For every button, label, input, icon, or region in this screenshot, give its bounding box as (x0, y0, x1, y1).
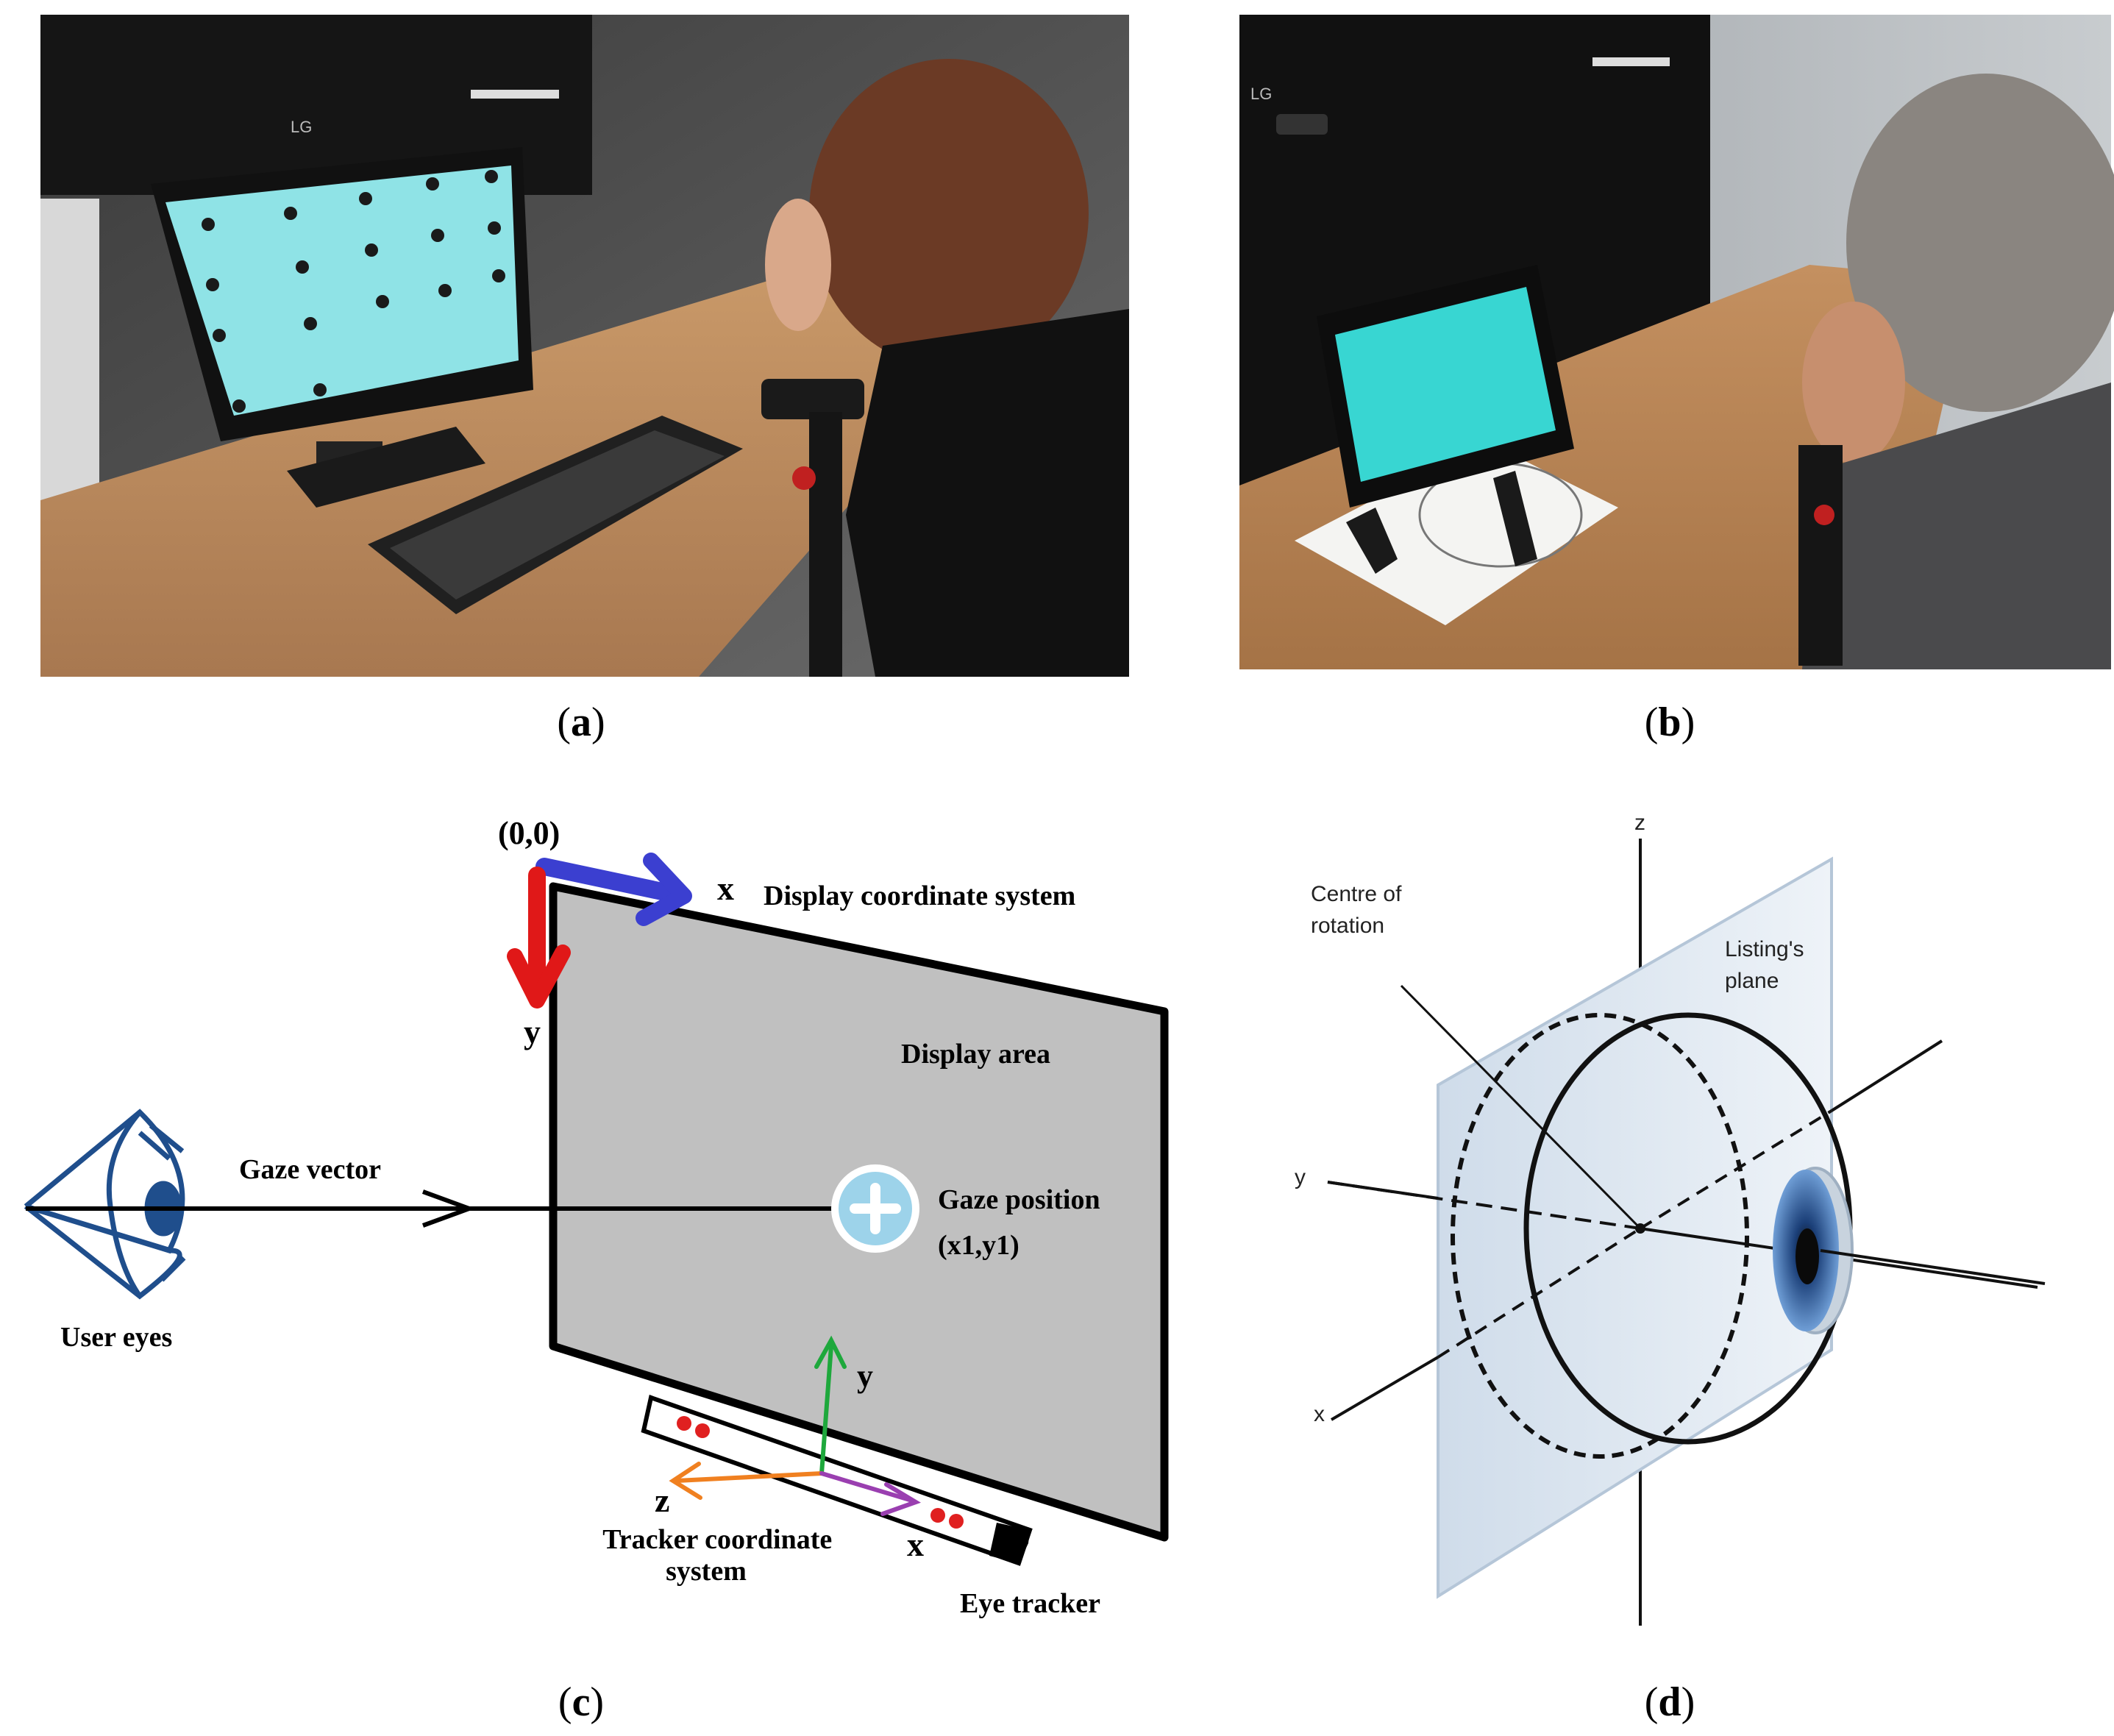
centre-leader-line (1400, 984, 1642, 1230)
calibration-dots-a (202, 170, 505, 413)
tablet-screen-b (1335, 287, 1556, 482)
desk-a (40, 280, 905, 677)
diagram-c: (0,0) x y Display coordinate system Disp… (24, 815, 1169, 1619)
chin-rest-b (1798, 445, 1843, 666)
photo-a: LG (40, 15, 1129, 677)
eye-tracker (641, 1395, 1033, 1566)
gaze-line (1820, 1249, 2046, 1285)
centre-of-rotation-label: Centre of rotation (1311, 882, 1408, 938)
eye-tracker-label: Eye tracker (960, 1588, 1100, 1619)
participant-b (1802, 74, 2114, 669)
caption-c: (c) (558, 1679, 604, 1725)
participant-a (765, 59, 1129, 677)
tracker-y-label: y (857, 1358, 873, 1394)
gaze-position-label: Gaze position (938, 1184, 1100, 1215)
tracker-y-axis (814, 1335, 847, 1476)
calibration-screen-a (166, 166, 519, 416)
display-x-axis (535, 853, 692, 926)
tracker-z-axis (669, 1462, 824, 1500)
tracker-z-label: z (655, 1481, 669, 1519)
caption-b: (b) (1645, 700, 1695, 745)
x-axis (1330, 1356, 1439, 1421)
dashed-rotation-circle (1451, 1013, 1749, 1459)
gaze-vector-label: Gaze vector (239, 1154, 381, 1185)
display-y-label: y (524, 1013, 541, 1050)
tracker-coordinate-system-label: Tracker coordinate system (602, 1524, 839, 1587)
user-eyes-label: User eyes (60, 1322, 172, 1353)
caption-d: (d) (1645, 1679, 1695, 1725)
z-axis-label: z (1634, 811, 1645, 835)
tracker-x-axis (819, 1471, 921, 1516)
monitor-brand-a: LG (291, 118, 312, 136)
chin-rest-a (761, 379, 864, 677)
photo-b: LG (1239, 15, 2114, 669)
diagram-d: z y x Centre of rotation Listing's plane (1295, 811, 2046, 1626)
listings-plane-label: Listing's plane (1725, 937, 1810, 993)
eye-iris-icon (1773, 1167, 1854, 1334)
monitor-brand-b: LG (1250, 85, 1272, 103)
tracker-leds (677, 1416, 964, 1529)
display-coordinate-system-label: Display coordinate system (764, 881, 1075, 911)
protractor-sheet-b (1295, 441, 1618, 625)
display-area-label: Display area (901, 1039, 1050, 1070)
display-x-label: x (717, 869, 734, 907)
x-axis-label: x (1314, 1402, 1325, 1426)
user-eye-icon (24, 1109, 186, 1300)
gaze-position-marker (831, 1164, 919, 1253)
origin-label: (0,0) (498, 815, 560, 851)
caption-a: (a) (557, 700, 605, 745)
tracker-x-label: x (907, 1526, 924, 1563)
y-axis-label: y (1295, 1165, 1306, 1189)
gaze-vector-arrowhead (421, 1189, 476, 1228)
display-y-axis (507, 867, 571, 1008)
gaze-position-coords: (x1,y1) (938, 1230, 1019, 1261)
